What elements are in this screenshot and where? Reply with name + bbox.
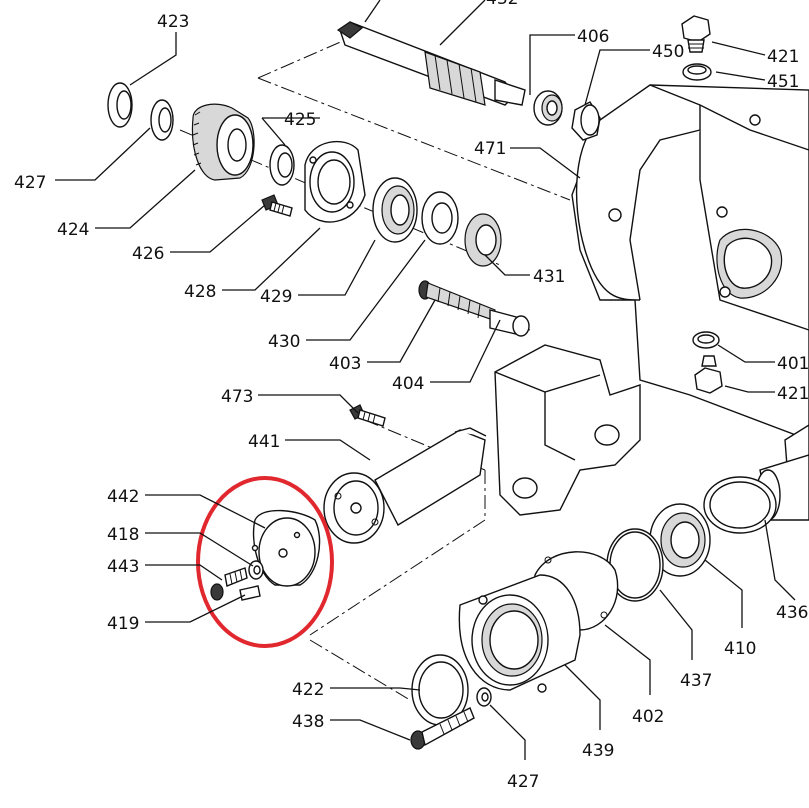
housing-471 bbox=[494, 84, 809, 516]
callout-404: 404 bbox=[392, 374, 424, 394]
screw-443 bbox=[210, 567, 248, 601]
worm-shaft-432 bbox=[336, 21, 526, 106]
washer-418 bbox=[248, 560, 264, 580]
callout-436: 436 bbox=[776, 603, 808, 623]
plug-421-right bbox=[694, 355, 723, 394]
screw-473 bbox=[349, 404, 386, 427]
o-ring-437 bbox=[606, 528, 664, 602]
bearing-410 bbox=[649, 503, 711, 577]
leader-lines bbox=[55, 0, 796, 760]
callout-419: 419 bbox=[107, 614, 139, 634]
gear-424 bbox=[191, 103, 255, 181]
screw-438 bbox=[410, 707, 475, 750]
bearing-cover-439 bbox=[458, 574, 581, 693]
callout-401: 401 bbox=[777, 354, 809, 374]
callout-labels: 423 432 406 421 450 451 425 471 427 424 … bbox=[14, 0, 809, 792]
callout-451: 451 bbox=[767, 72, 799, 92]
pin-419 bbox=[239, 585, 261, 601]
callout-431: 431 bbox=[533, 267, 565, 287]
bearing-406 bbox=[533, 90, 563, 126]
cover-plate-428 bbox=[304, 140, 366, 223]
callout-421-top: 421 bbox=[767, 47, 799, 67]
callout-424: 424 bbox=[57, 220, 89, 240]
washer-451 bbox=[682, 63, 712, 81]
callout-427-top: 427 bbox=[14, 173, 46, 193]
snap-ring-436 bbox=[703, 476, 777, 534]
spacer-430 bbox=[421, 191, 459, 245]
bushing-450 bbox=[571, 101, 601, 141]
callout-471: 471 bbox=[474, 139, 506, 159]
callout-403: 403 bbox=[329, 354, 361, 374]
callout-442: 442 bbox=[107, 487, 139, 507]
lock-washer-427 bbox=[150, 99, 174, 141]
callout-437: 437 bbox=[680, 671, 712, 691]
highlight-circle bbox=[196, 476, 334, 648]
screw-426 bbox=[261, 194, 293, 217]
washer-427-bottom bbox=[476, 687, 492, 707]
callout-410: 410 bbox=[724, 639, 756, 659]
callout-425: 425 bbox=[284, 110, 316, 130]
bearing-431 bbox=[464, 213, 502, 267]
callout-443: 443 bbox=[107, 557, 139, 577]
callout-421-right: 421 bbox=[777, 384, 809, 404]
bolt-403 bbox=[418, 280, 496, 321]
washer-401 bbox=[692, 331, 720, 349]
callout-406: 406 bbox=[577, 27, 609, 47]
callout-402: 402 bbox=[632, 707, 664, 727]
disc-442 bbox=[251, 509, 321, 587]
callout-423: 423 bbox=[157, 12, 189, 32]
sleeve-404 bbox=[489, 309, 530, 337]
callout-439: 439 bbox=[582, 741, 614, 761]
shaft-441 bbox=[323, 427, 487, 544]
callout-422: 422 bbox=[292, 680, 324, 700]
callout-426: 426 bbox=[132, 244, 164, 264]
callout-450: 450 bbox=[652, 42, 684, 62]
callout-428: 428 bbox=[184, 282, 216, 302]
callout-473: 473 bbox=[221, 387, 253, 407]
callout-441: 441 bbox=[248, 432, 280, 452]
callout-438: 438 bbox=[292, 712, 324, 732]
callout-418: 418 bbox=[107, 525, 139, 545]
callout-432: 432 bbox=[486, 0, 518, 9]
plug-421-top bbox=[681, 15, 711, 53]
bearing-429 bbox=[372, 177, 418, 243]
callout-430: 430 bbox=[268, 332, 300, 352]
callout-429: 429 bbox=[260, 287, 292, 307]
nut-423 bbox=[107, 82, 133, 128]
ring-425 bbox=[269, 144, 295, 186]
callout-427-bottom: 427 bbox=[507, 772, 539, 792]
